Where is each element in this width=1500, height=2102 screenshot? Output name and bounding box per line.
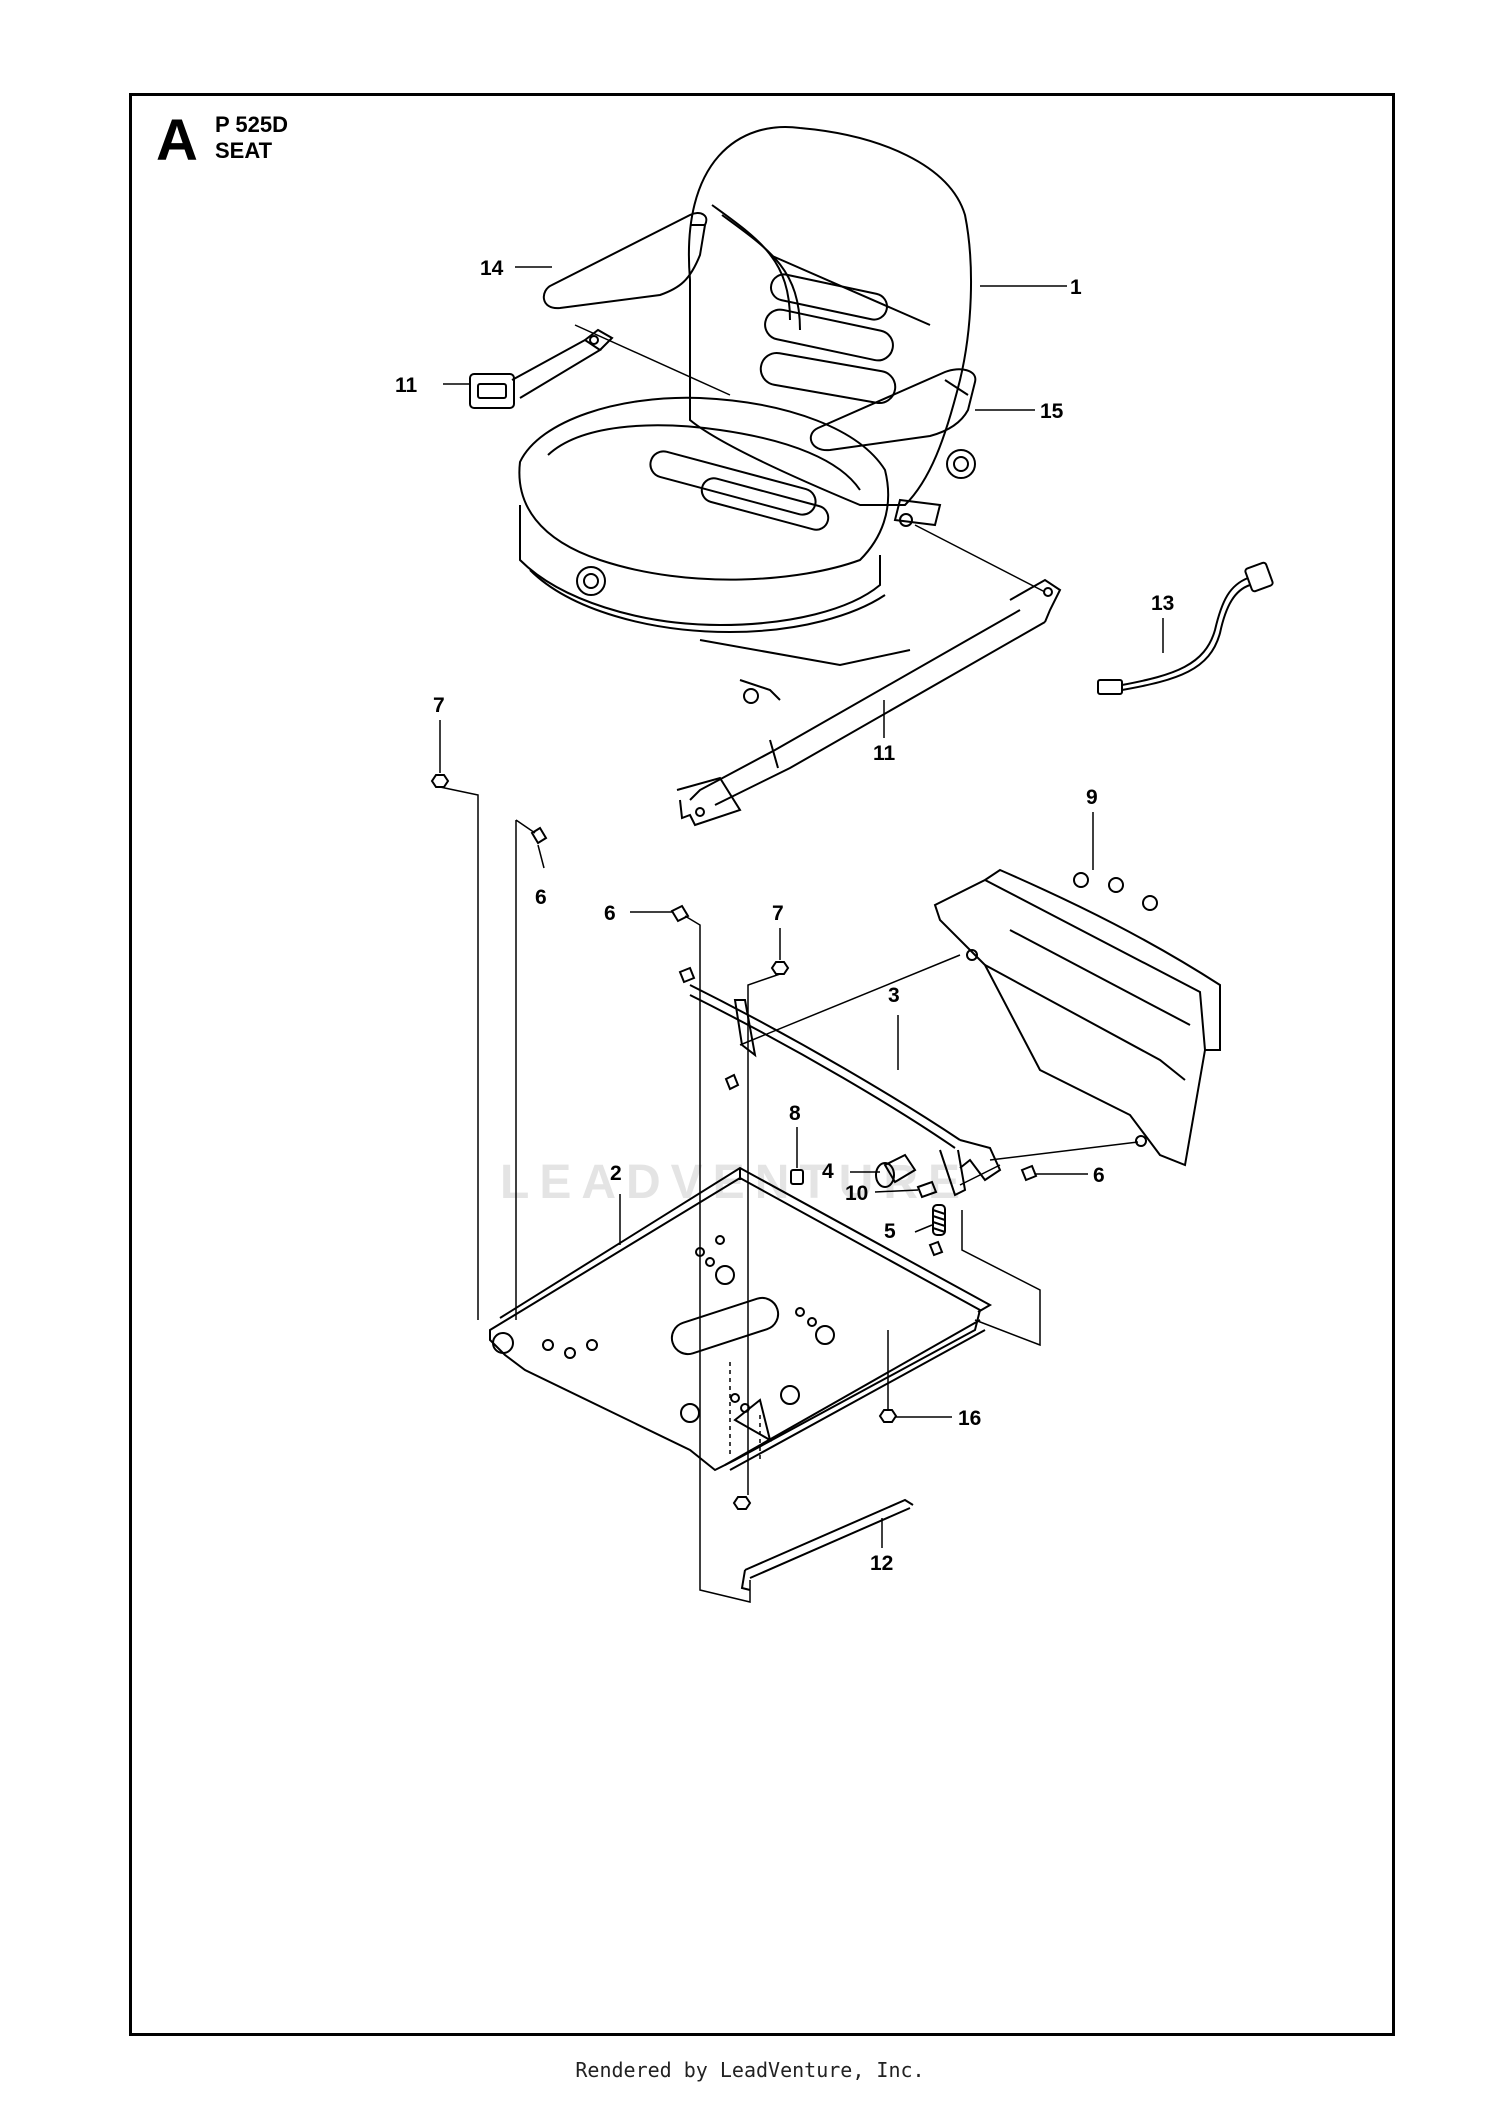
bolt-10 (916, 1180, 938, 1199)
section-letter: A (156, 108, 198, 173)
callout-1: 1 (1070, 276, 1082, 299)
diagram-frame (129, 93, 1395, 2036)
stud-2 (928, 1240, 944, 1257)
callout-2: 2 (610, 1162, 622, 1185)
footer-credit: Rendered by LeadVenture, Inc. (575, 2058, 925, 2082)
seat-belt-buckle (469, 328, 614, 409)
nut-7-middle (770, 961, 790, 975)
callout-9: 9 (1086, 786, 1098, 809)
leader-lines (439, 266, 1164, 1548)
callout-8: 8 (789, 1102, 801, 1125)
seat-assembly (518, 126, 976, 704)
watermark-text: LEADVENTURE (500, 1156, 970, 1209)
lever-knob (875, 1153, 917, 1188)
adjustment-lever (689, 984, 1002, 1197)
callout-10: 10 (845, 1182, 868, 1205)
bolt-6-left (530, 826, 548, 845)
nut-16 (878, 1409, 898, 1423)
armrest-right (809, 368, 977, 452)
spring (932, 1204, 946, 1236)
model-label: P 525D (215, 112, 288, 137)
seat-bracket (933, 868, 1221, 1167)
bolt-8 (790, 1169, 804, 1185)
callout-15: 15 (1040, 400, 1064, 423)
callout-11-bottom: 11 (873, 742, 896, 765)
callout-7-middle: 7 (772, 902, 784, 925)
callout-11-top: 11 (395, 374, 418, 397)
wiring-harness (1097, 561, 1274, 695)
assembly-lines (439, 324, 1139, 1603)
callout-3: 3 (888, 984, 900, 1007)
callout-12: 12 (870, 1552, 893, 1575)
seat-base-plate (489, 1166, 993, 1472)
seat-belt-strap (676, 578, 1062, 827)
callout-4: 4 (822, 1160, 834, 1183)
nut-lower (732, 1496, 752, 1510)
bolt-6-middle (670, 904, 690, 923)
bolt-bracket-1 (678, 966, 696, 984)
bolt-6-right (1020, 1164, 1038, 1182)
callout-7-left: 7 (433, 694, 445, 717)
callout-6-left: 6 (535, 886, 547, 909)
callout-13: 13 (1151, 592, 1174, 615)
callout-5: 5 (884, 1220, 896, 1243)
armrest-left (542, 212, 708, 310)
callout-16: 16 (958, 1407, 981, 1430)
callout-6-right: 6 (1093, 1164, 1105, 1187)
callout-6-middle: 6 (604, 902, 616, 925)
section-title: SEAT (215, 138, 273, 163)
link-rod (740, 1498, 914, 1591)
nut-7-left (430, 774, 450, 788)
callout-14: 14 (480, 257, 504, 280)
bolt-bracket-2 (724, 1073, 740, 1091)
